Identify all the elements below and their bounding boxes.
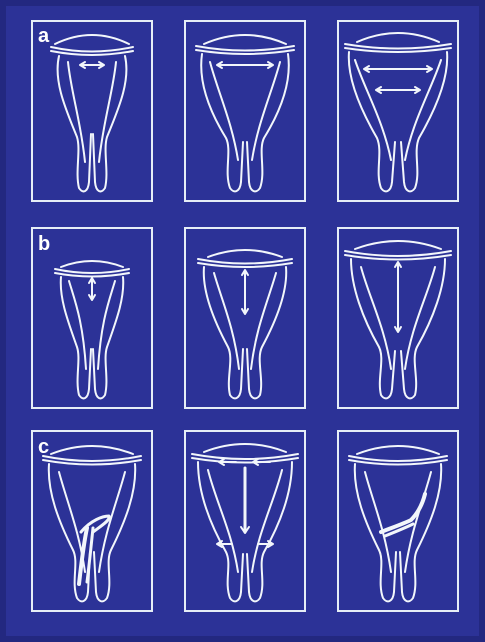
uterus-diagram-b1 bbox=[33, 229, 151, 407]
panel-b2 bbox=[184, 227, 306, 409]
panel-c1 bbox=[31, 430, 153, 612]
uterus-diagram-c1 bbox=[33, 432, 151, 610]
panel-a3 bbox=[337, 20, 459, 202]
panel-b1 bbox=[31, 227, 153, 409]
panel-c2 bbox=[184, 430, 306, 612]
panel-b3 bbox=[337, 227, 459, 409]
panel-c3 bbox=[337, 430, 459, 612]
uterus-diagram-b2 bbox=[186, 229, 304, 407]
panel-a2 bbox=[184, 20, 306, 202]
uterus-diagram-a2 bbox=[186, 22, 304, 200]
uterus-diagram-c2 bbox=[186, 432, 304, 610]
uterus-diagram-c3 bbox=[339, 432, 457, 610]
uterus-diagram-b3 bbox=[339, 229, 457, 407]
uterus-diagram-a1 bbox=[33, 22, 151, 200]
uterus-diagram-a3 bbox=[339, 22, 457, 200]
panel-a1 bbox=[31, 20, 153, 202]
